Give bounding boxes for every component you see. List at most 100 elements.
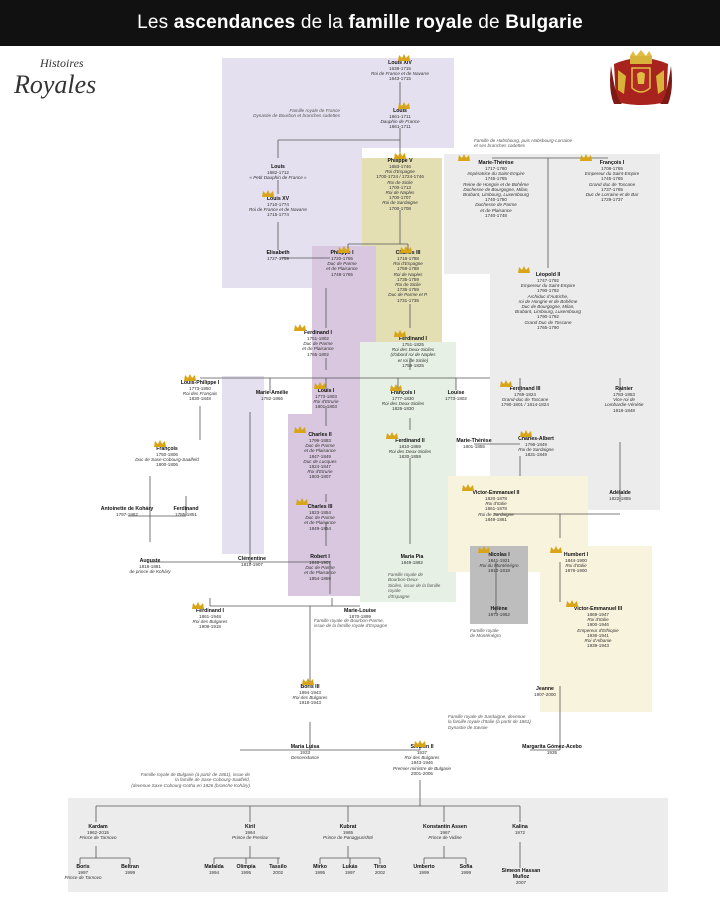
family-tree: Famille royale de France Dynastie de Bou…: [0, 46, 720, 899]
france-orleans-box: [222, 376, 264, 554]
crown-icon: [550, 546, 562, 553]
crown-icon: [400, 246, 412, 253]
crown-icon: [314, 382, 326, 389]
label-savoie: Famille royale de Sardaigne, devenue la …: [448, 714, 531, 730]
crown-icon: [390, 384, 402, 391]
crown-icon: [386, 432, 398, 439]
crown-icon: [394, 330, 406, 337]
crown-icon: [478, 546, 490, 553]
crown-icon: [518, 266, 530, 273]
savoie-box-lower: [540, 546, 652, 712]
crown-icon: [500, 380, 512, 387]
label-bulgarie: Famille royale de Bulgarie (à partir de …: [131, 772, 250, 788]
crown-icon: [302, 678, 314, 685]
label-bourbon-parme: Famille royale de Bourbon-Parme, issue d…: [314, 618, 388, 629]
crown-icon: [184, 374, 196, 381]
crown-icon: [294, 426, 306, 433]
crown-icon: [398, 54, 410, 61]
crown-icon: [296, 498, 308, 505]
montenegro-box: [470, 546, 528, 624]
crown-icon: [520, 430, 532, 437]
crown-icon: [566, 600, 578, 607]
label-bourbon-france: Famille royale de France Dynastie de Bou…: [253, 108, 340, 119]
crown-icon: [398, 102, 410, 109]
page-title: Les ascendances de la famille royale de …: [137, 12, 583, 33]
bulgarian-coat-of-arms-icon: [610, 50, 672, 105]
title-banner: Les ascendances de la famille royale de …: [0, 0, 720, 46]
crown-icon: [192, 602, 204, 609]
histoires-royales-logo: Histoires Royales: [14, 56, 97, 99]
habsbourg-box-lower: [490, 274, 660, 510]
bourbon-france-box: [222, 58, 454, 148]
crown-icon: [394, 152, 406, 159]
deux-siciles-box: [360, 342, 456, 602]
crown-icon: [262, 190, 274, 197]
crown-icon: [294, 324, 306, 331]
crown-icon: [338, 246, 350, 253]
crown-icon: [462, 484, 474, 491]
crown-icon: [580, 154, 592, 161]
bulgarie-box: [68, 798, 668, 892]
label-habsbourg: Famille de Habsbourg, puis Habsbourg-Lor…: [474, 138, 573, 149]
label-montenegro: Famille royale de Monténégro: [470, 628, 501, 639]
crown-icon: [414, 740, 426, 747]
habsbourg-box: [444, 154, 660, 274]
